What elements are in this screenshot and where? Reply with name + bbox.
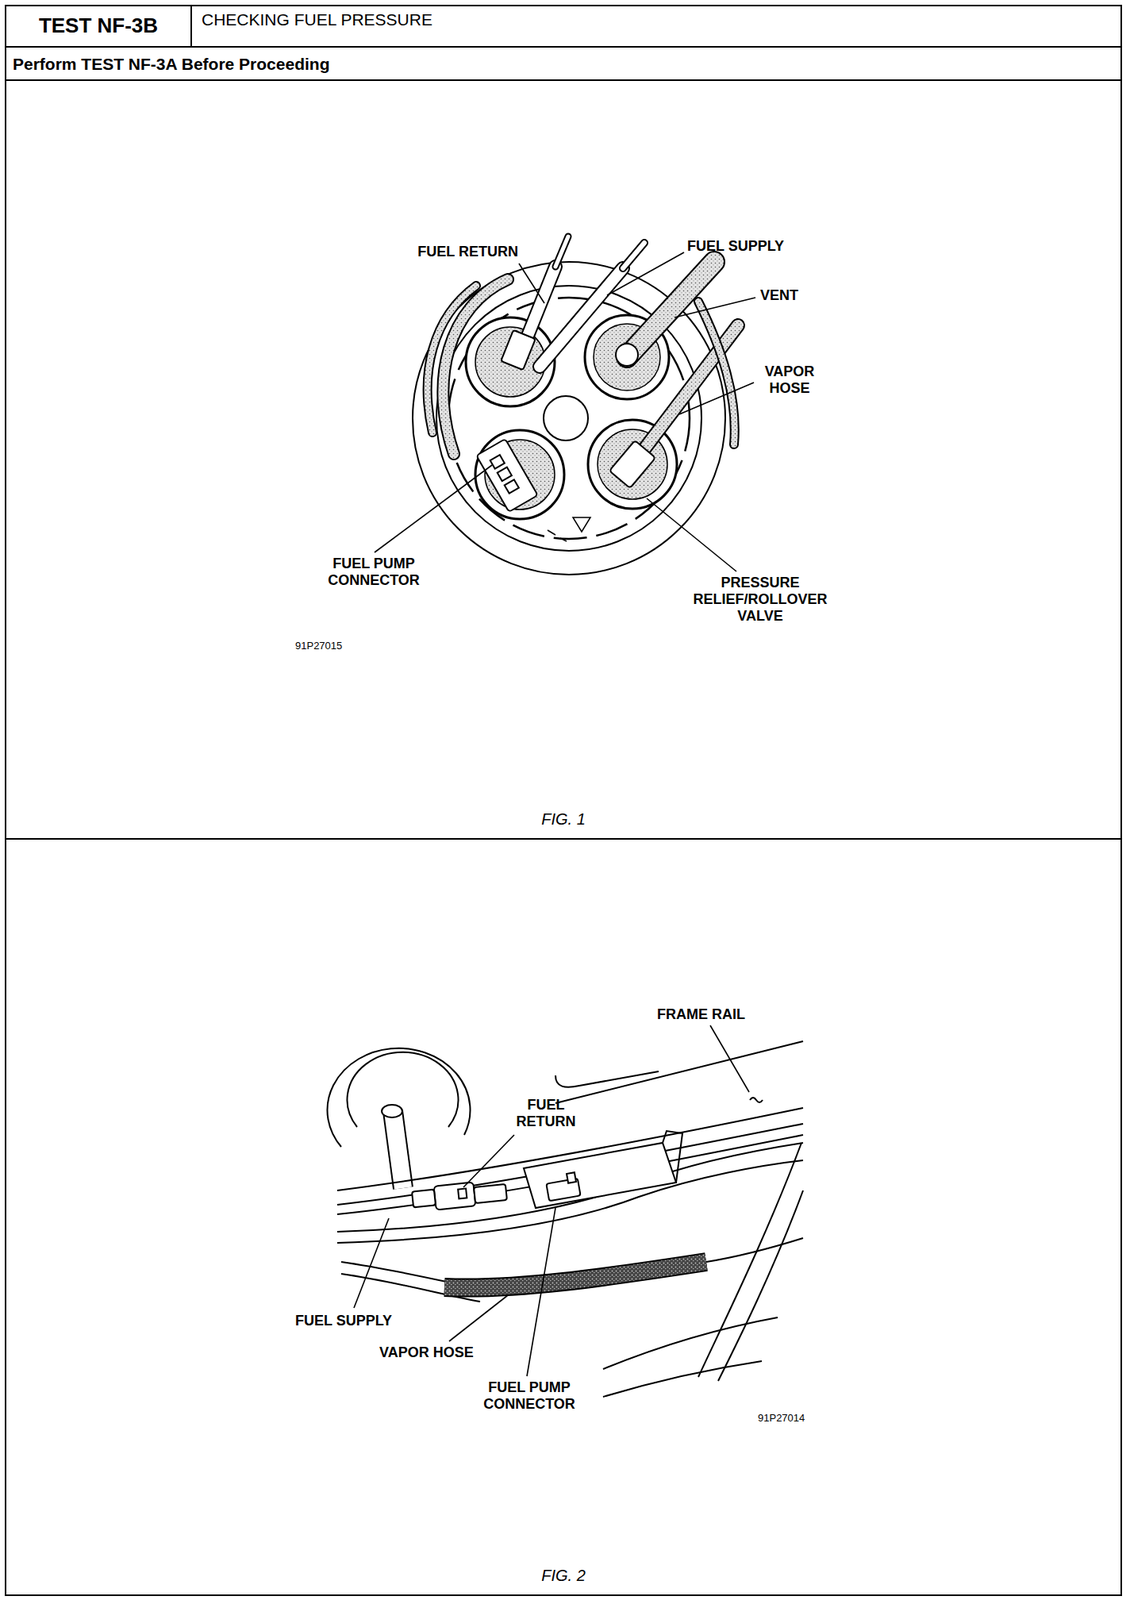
- test-number-cell: TEST NF-3B: [4, 4, 193, 48]
- part-label: FUEL RETURN: [507, 1096, 585, 1130]
- hoses: [555, 236, 569, 267]
- sender-flange: [412, 261, 726, 575]
- tank-opening: [392, 1110, 404, 1188]
- leader-lines: [374, 465, 492, 553]
- lines-bundle: [337, 1134, 804, 1215]
- fittings: [662, 1130, 683, 1183]
- heading-cell: CHECKING FUEL PRESSURE: [190, 4, 1123, 48]
- header-text: CHECKING FUEL PRESSURE: [201, 9, 1111, 30]
- hoses: [427, 285, 477, 433]
- header-text: TEST NF-3B: [38, 13, 158, 39]
- lines-bundle: [444, 1261, 707, 1288]
- connectors-on-flange: [500, 330, 536, 370]
- leader-lines: [518, 263, 545, 304]
- leader-lines: [607, 252, 685, 296]
- leader-lines: [710, 1025, 750, 1092]
- sender-flange: [412, 261, 726, 575]
- hoses: [427, 285, 477, 433]
- figure-panel: FIG. 2: [4, 837, 1123, 1596]
- part-label: FUEL SUPPLY: [295, 1312, 431, 1330]
- frame-rail: [603, 1317, 778, 1369]
- hoses: [622, 242, 645, 269]
- leader-lines: [674, 297, 756, 318]
- part-label: FUEL RETURN: [387, 243, 519, 261]
- connectors-on-flange: [497, 467, 512, 481]
- connectors-on-flange: [615, 343, 639, 366]
- figure-caption: FIG. 1: [6, 809, 1121, 829]
- hoses: [539, 268, 623, 367]
- frame-rail: [603, 1360, 762, 1397]
- part-label: FUEL PUMP CONNECTOR: [466, 1379, 592, 1413]
- tank-opening: [392, 1110, 404, 1188]
- sender-flange: [543, 395, 589, 441]
- figure-code: 91P27014: [757, 1409, 846, 1426]
- lines-bundle: [706, 1237, 804, 1262]
- fittings: [473, 1183, 508, 1204]
- figure-code: 91P27015: [295, 637, 383, 654]
- connectors-on-flange: [476, 330, 656, 512]
- connectors-on-flange: [476, 438, 538, 512]
- leader-lines: [449, 1295, 508, 1342]
- instruction-row: Perform TEST NF-3A Before Proceeding: [4, 46, 1123, 81]
- lines-bundle: [444, 1261, 707, 1288]
- part-label: PRESSURE RELIEF/ROLLOVER VALVE: [684, 574, 837, 625]
- sender-flange: [572, 517, 591, 532]
- hoses: [698, 301, 735, 445]
- fittings: [411, 1189, 436, 1208]
- frame-rail: [718, 1190, 804, 1381]
- figure-caption: FIG. 2: [6, 1565, 1121, 1585]
- lines-bundle: [337, 1142, 804, 1232]
- leader-lines: [374, 252, 756, 572]
- hoses: [427, 236, 738, 457]
- leader-lines: [679, 382, 754, 415]
- fittings: [523, 1142, 677, 1208]
- header-text: Perform TEST NF-3A Before Proceeding: [12, 53, 1115, 74]
- fittings: [566, 1172, 577, 1184]
- part-label: VAPOR HOSE: [755, 363, 824, 397]
- leader-lines: [353, 1025, 750, 1376]
- hoses: [555, 236, 569, 267]
- connectors-on-flange: [490, 454, 505, 469]
- leader-lines: [463, 1134, 515, 1188]
- frame-rail: [555, 1041, 804, 1104]
- sender-flange: [475, 430, 565, 519]
- frame-rail: [749, 1097, 763, 1103]
- connectors-on-flange: [504, 479, 519, 493]
- fittings: [434, 1181, 477, 1210]
- hoses: [622, 242, 645, 269]
- leader-lines: [353, 1218, 389, 1308]
- tank-opening: [381, 1104, 403, 1118]
- part-label: FRAME RAIL: [657, 1006, 785, 1023]
- fittings: [457, 1187, 467, 1199]
- fittings: [411, 1130, 683, 1211]
- tank-opening: [327, 1048, 471, 1188]
- lines-bundle: [337, 1107, 804, 1302]
- hoses: [638, 325, 738, 457]
- connectors-on-flange: [609, 440, 656, 489]
- leader-lines: [646, 498, 737, 572]
- sender-flange: [547, 530, 567, 542]
- figure-panel: FIG. 1: [4, 79, 1123, 840]
- hoses: [698, 301, 735, 445]
- part-label: FUEL SUPPLY: [687, 238, 827, 255]
- part-label: VAPOR HOSE: [379, 1344, 515, 1361]
- hoses: [638, 325, 738, 457]
- part-label: FUEL PUMP CONNECTOR: [311, 555, 437, 589]
- hoses: [539, 268, 623, 367]
- part-label: VENT: [760, 287, 824, 304]
- frame-rail: [698, 1142, 802, 1377]
- frame-rail: [555, 1071, 659, 1088]
- frame-rail: [555, 1041, 804, 1397]
- leader-lines: [526, 1207, 556, 1376]
